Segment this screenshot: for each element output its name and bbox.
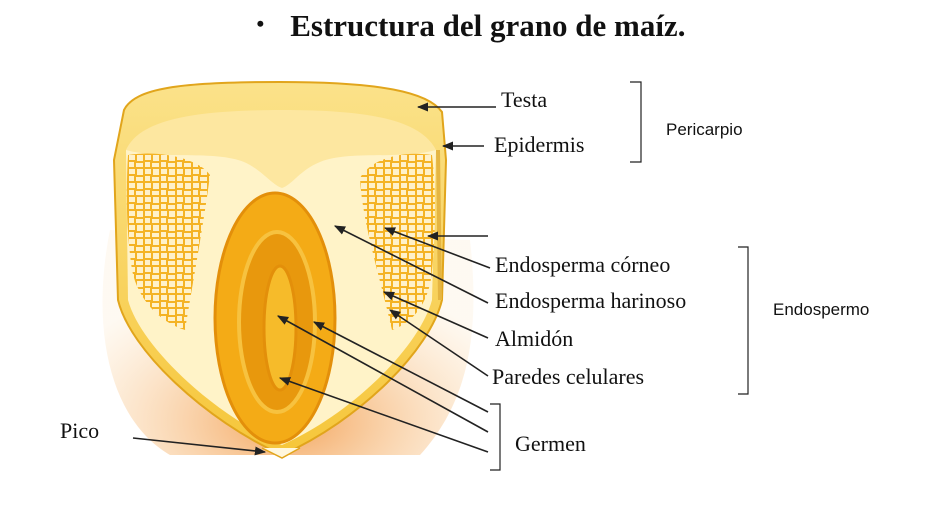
label-epidermis: Epidermis xyxy=(494,132,584,157)
bracket-endospermo xyxy=(738,247,748,394)
label-pico: Pico xyxy=(60,418,99,443)
label-testa: Testa xyxy=(501,87,547,112)
germ-inner xyxy=(264,266,296,390)
label-endosperma-harinoso: Endosperma harinoso xyxy=(495,288,686,313)
label-paredes-celulares: Paredes celulares xyxy=(492,364,644,389)
label-pericarpio: Pericarpio xyxy=(666,120,743,139)
label-endospermo: Endospermo xyxy=(773,300,869,319)
label-almidon: Almidón xyxy=(495,326,573,351)
bracket-germen xyxy=(490,404,500,470)
label-endosperma-corneo: Endosperma córneo xyxy=(495,252,670,277)
bracket-pericarpio xyxy=(630,82,641,162)
label-germen: Germen xyxy=(515,431,586,456)
